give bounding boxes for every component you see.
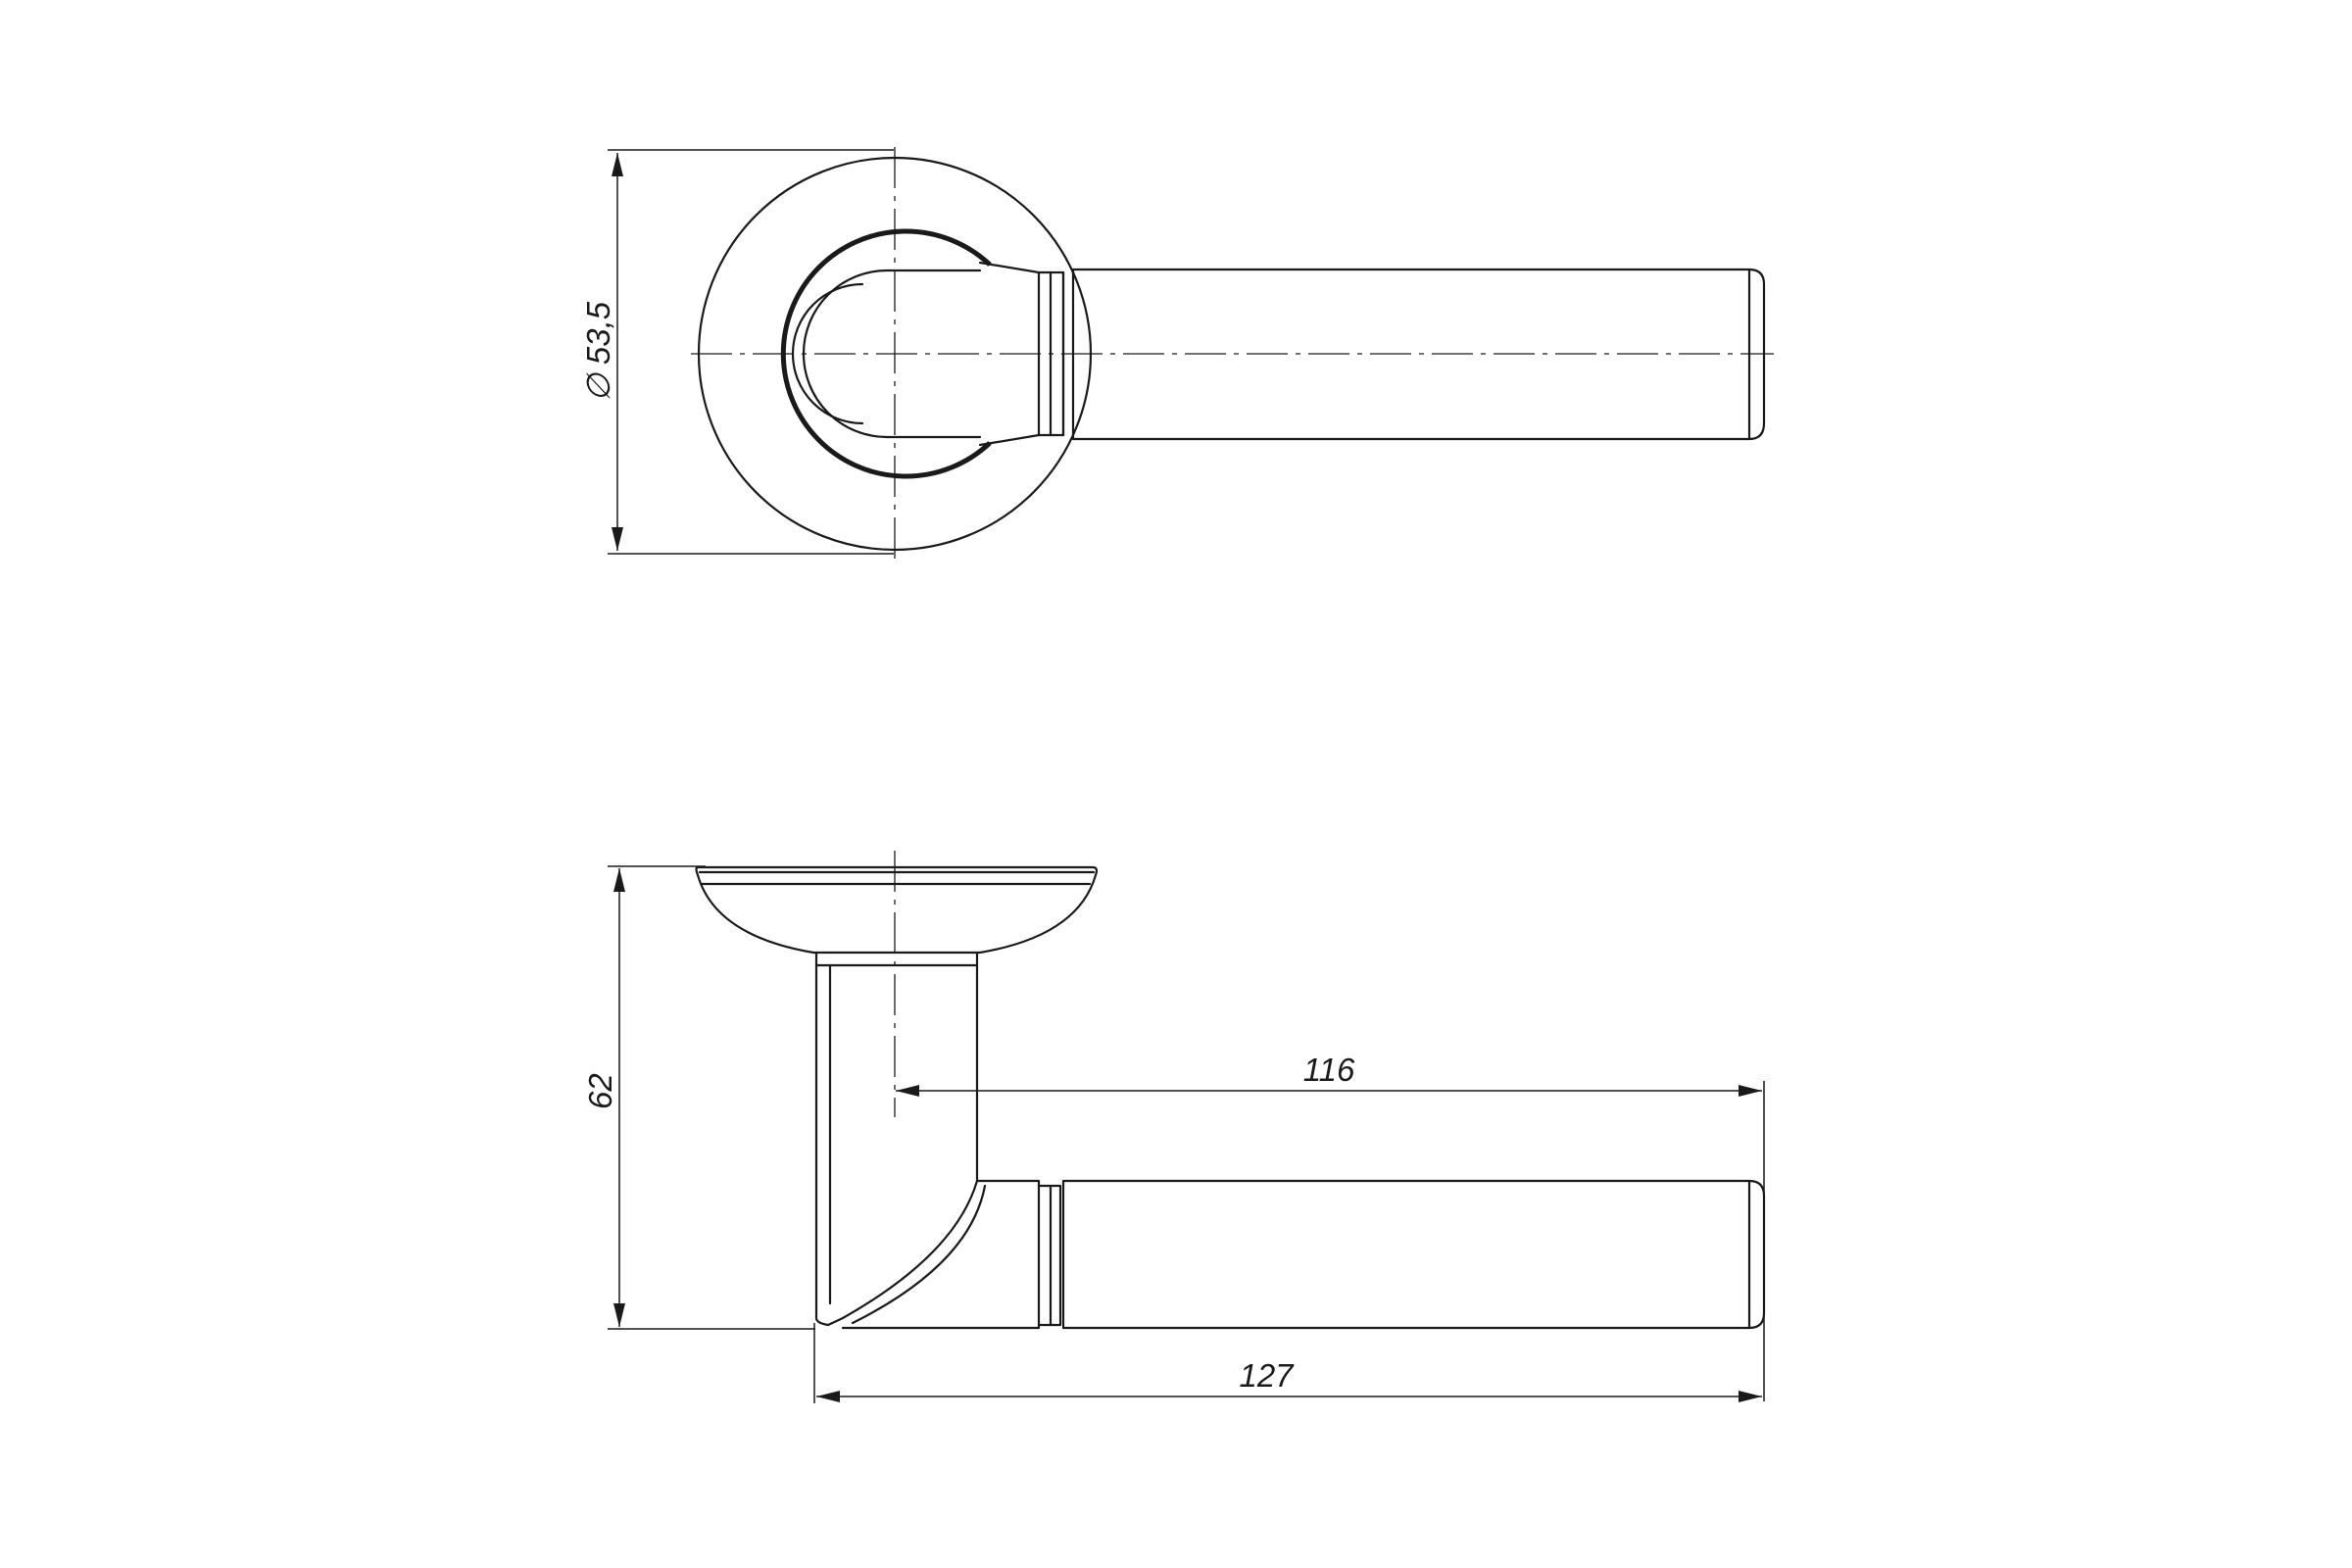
rose-cap [695, 865, 1099, 955]
neck-collar [814, 951, 979, 967]
lever-collar-side [841, 1179, 1041, 1330]
lever-body-side [1061, 1179, 1751, 1330]
shoulder-curve [814, 1179, 979, 1327]
lever-length-label: 116 [1303, 1052, 1355, 1088]
lever-arrow-left [896, 1085, 919, 1097]
lever-groove-side [1037, 1184, 1062, 1327]
arrow-down [612, 527, 623, 551]
height-arrow-down [613, 1303, 625, 1327]
shoulder-curve-inner [851, 1184, 987, 1325]
side-view: 62 116 127 [582, 851, 1766, 1403]
diameter-label: ∅ 53,5 [580, 301, 616, 402]
height-label: 62 [582, 1073, 618, 1109]
overall-arrow-left [816, 1391, 840, 1402]
arrow-up [612, 153, 623, 176]
height-arrow-up [613, 868, 625, 892]
lever-arrow-right [1739, 1085, 1762, 1097]
neck-body [814, 963, 979, 1320]
overall-arrow-right [1739, 1391, 1762, 1402]
overall-length-label: 127 [1239, 1357, 1295, 1394]
top-view: ∅ 53,5 [580, 147, 1774, 559]
lever-tip-side [1747, 1179, 1766, 1330]
